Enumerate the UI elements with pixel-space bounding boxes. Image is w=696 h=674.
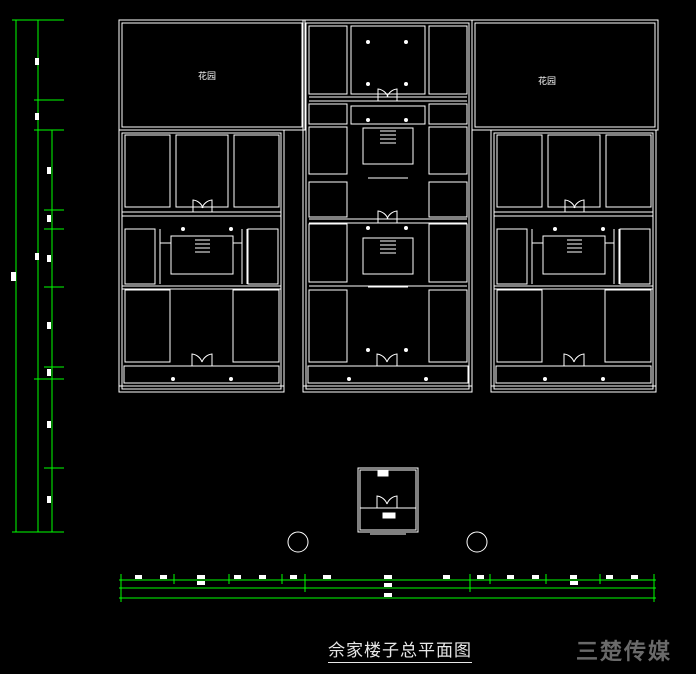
gate-house xyxy=(357,467,419,535)
walls xyxy=(118,19,659,553)
drawing-title: 佘家楼子总平面图 xyxy=(328,641,472,663)
columns xyxy=(171,40,605,381)
left-round-feature xyxy=(287,531,309,553)
stairs xyxy=(195,130,582,288)
drawing-title-block: 佘家楼子总平面图 xyxy=(300,636,500,663)
right-garden xyxy=(471,19,659,131)
right-courtyard-house xyxy=(490,129,657,393)
central-courtyard-house xyxy=(302,19,473,393)
right-round-feature xyxy=(466,531,488,553)
door-symbols xyxy=(191,88,585,508)
dimension-lines xyxy=(12,19,656,602)
dimension-marks xyxy=(11,58,638,597)
watermark: 三楚传媒 xyxy=(576,640,673,665)
right-garden-label: 花园 xyxy=(538,77,557,87)
left-garden-label: 花园 xyxy=(198,72,217,82)
left-courtyard-house xyxy=(118,129,285,393)
